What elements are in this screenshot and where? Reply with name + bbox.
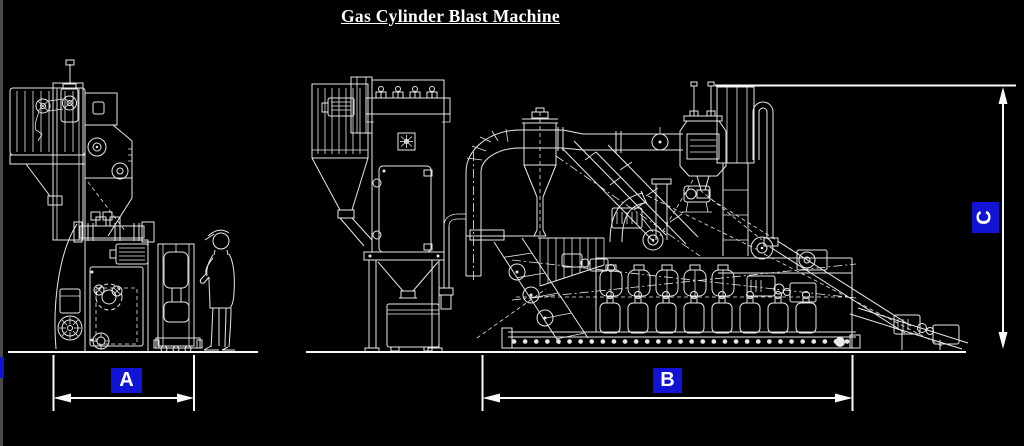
- elevator-casing: [716, 86, 755, 256]
- operator-figure: [199, 229, 235, 351]
- gas-cylinder-row: [516, 291, 846, 334]
- dimension-b: [481, 355, 854, 411]
- machine-side-view: [311, 76, 969, 353]
- machine-front-view: [9, 59, 203, 353]
- dimension-label-c: C: [972, 202, 999, 233]
- dimension-c-text: C: [973, 210, 996, 225]
- dimension-label-b: B: [653, 368, 682, 393]
- drawing-title: Gas Cylinder Blast Machine: [341, 6, 560, 26]
- duct-elbow-and-riser: [438, 128, 521, 310]
- bucket-elevator-head: [659, 81, 727, 237]
- fan-filter-section: [311, 76, 373, 247]
- dimension-a-text: A: [119, 369, 134, 391]
- blast-wheel-units: [609, 178, 828, 271]
- clipped-blue-label: [0, 357, 4, 378]
- cabinet-frame: [595, 257, 853, 348]
- inclined-elevator-members: [555, 140, 701, 257]
- return-pipe: [752, 101, 779, 247]
- upper-cylinder-row: [511, 259, 857, 301]
- cyclone-separator: [516, 107, 558, 237]
- left-window-border: [0, 0, 3, 446]
- dust-collector: [363, 79, 451, 353]
- dimension-c: [715, 84, 1016, 349]
- dimension-b-text: B: [660, 369, 675, 391]
- feed-incline: [466, 229, 615, 345]
- discharge-conveyor: [746, 241, 969, 350]
- overhead-duct: [556, 127, 683, 153]
- dimension-a: [52, 355, 195, 411]
- dimension-label-a: A: [111, 368, 142, 393]
